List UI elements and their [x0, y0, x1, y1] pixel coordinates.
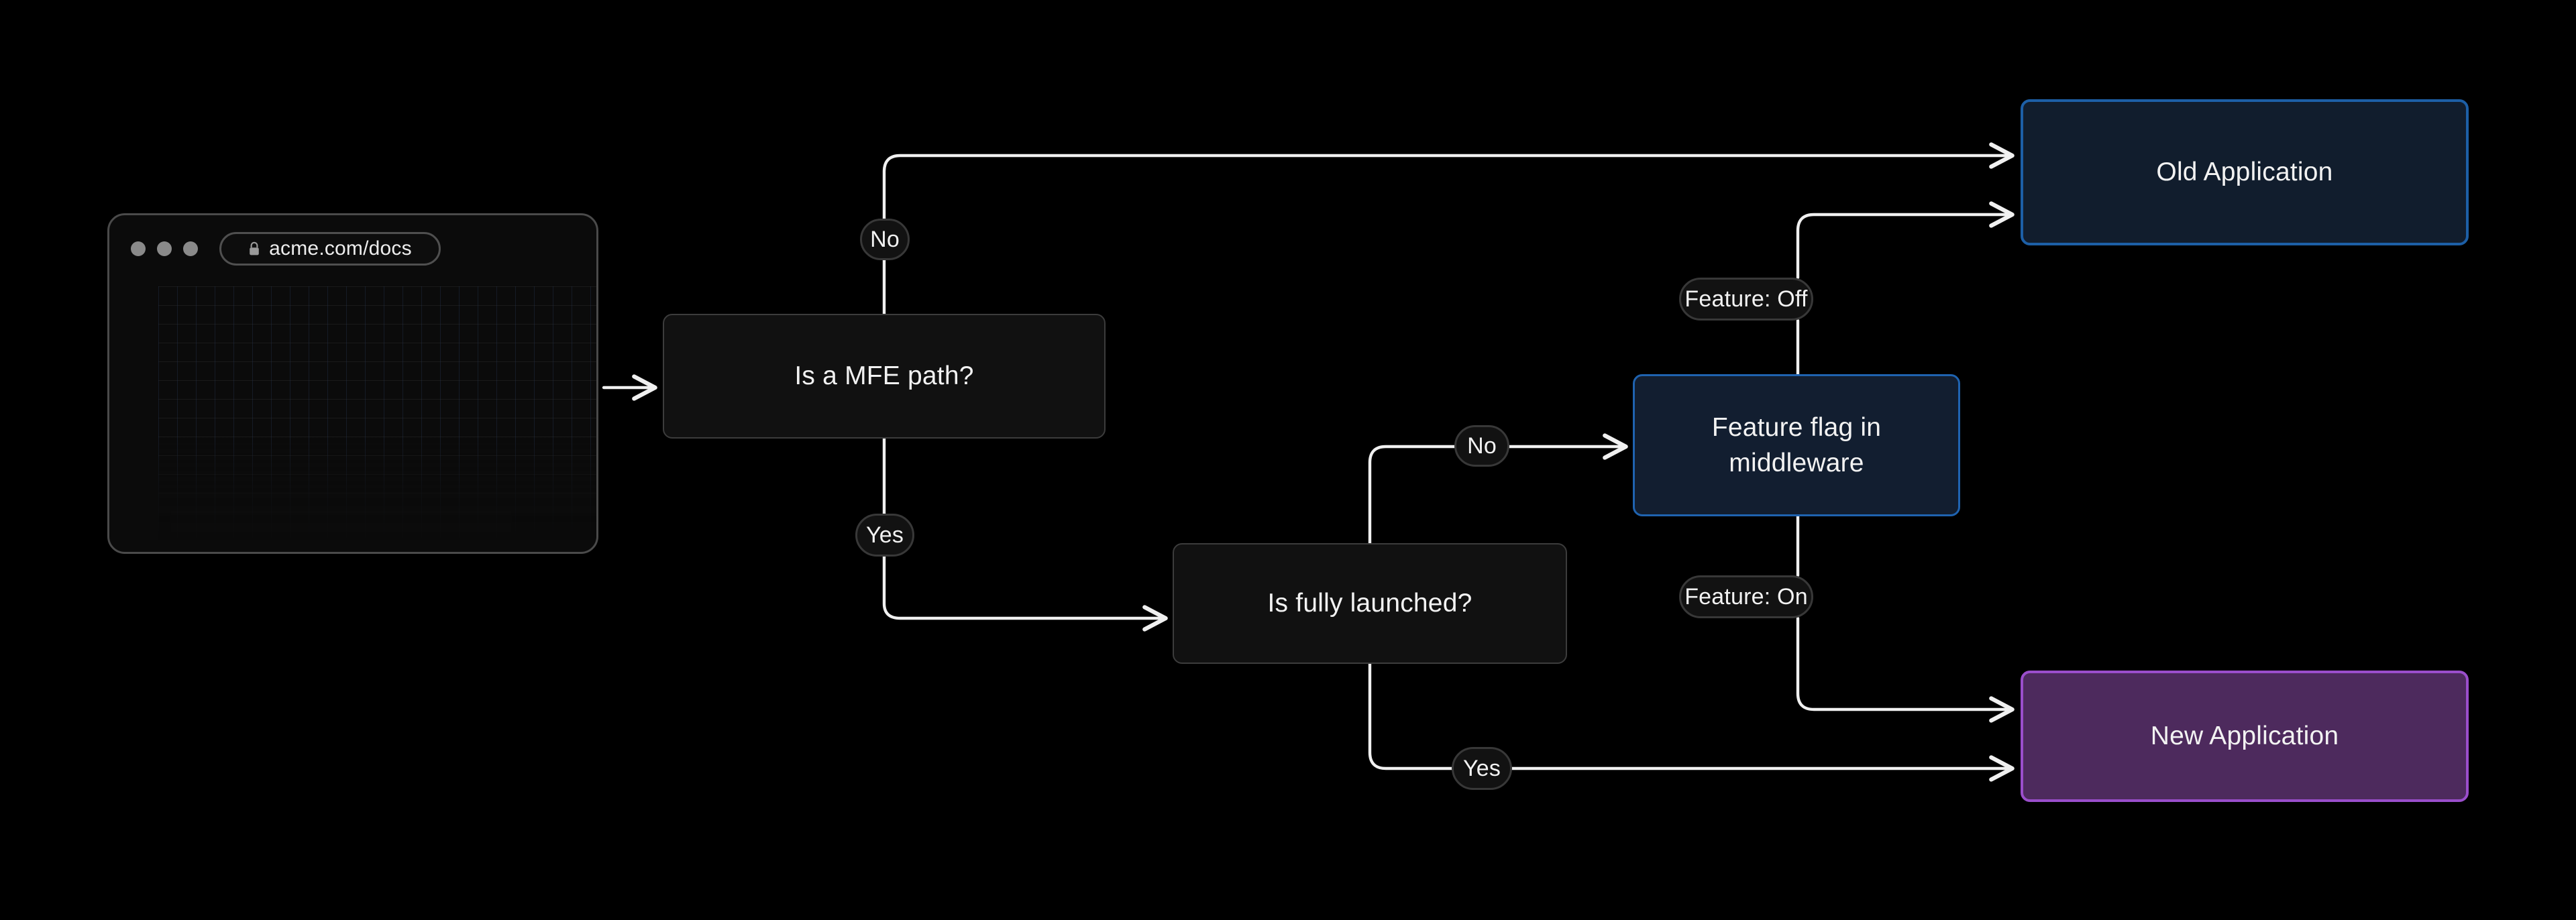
maximize-dot-icon[interactable]	[183, 241, 198, 256]
edge-launch-to-no-pill	[1368, 445, 1456, 545]
edge-mfe-no-to-old	[882, 142, 2015, 221]
browser-chrome: acme.com/docs	[109, 215, 596, 282]
node-feature-flag-in-middleware[interactable]: Feature flag in middleware	[1633, 374, 1960, 516]
browser-window-mock: acme.com/docs	[107, 213, 598, 554]
minimize-dot-icon[interactable]	[157, 241, 172, 256]
edge-label-feature-off: Feature: Off	[1679, 278, 1813, 321]
node-new-application[interactable]: New Application	[2021, 671, 2469, 802]
edge-flag-off-to-old	[1796, 201, 2015, 280]
grid-canvas	[158, 286, 596, 552]
edge-label-launch-yes: Yes	[1452, 747, 1512, 790]
node-old-application[interactable]: Old Application	[2021, 99, 2469, 245]
edge-label-mfe-no: No	[860, 219, 910, 260]
node-is-fully-launched[interactable]: Is fully launched?	[1173, 543, 1567, 664]
traffic-light-dots	[131, 241, 198, 256]
edge-label-mfe-yes: Yes	[855, 514, 914, 557]
edge-label-feature-on: Feature: On	[1679, 575, 1813, 618]
node-is-a-mfe-path[interactable]: Is a MFE path?	[663, 314, 1106, 439]
edge-flag-on-to-new	[1796, 616, 2015, 723]
close-dot-icon[interactable]	[131, 241, 146, 256]
edge-mfe-yes-to-launch	[882, 555, 1168, 632]
url-bar[interactable]: acme.com/docs	[219, 232, 441, 266]
url-text: acme.com/docs	[269, 237, 412, 260]
edge-launch-to-yes-pill	[1368, 662, 1454, 770]
lock-icon	[248, 241, 260, 256]
edge-label-launch-no: No	[1454, 425, 1509, 467]
